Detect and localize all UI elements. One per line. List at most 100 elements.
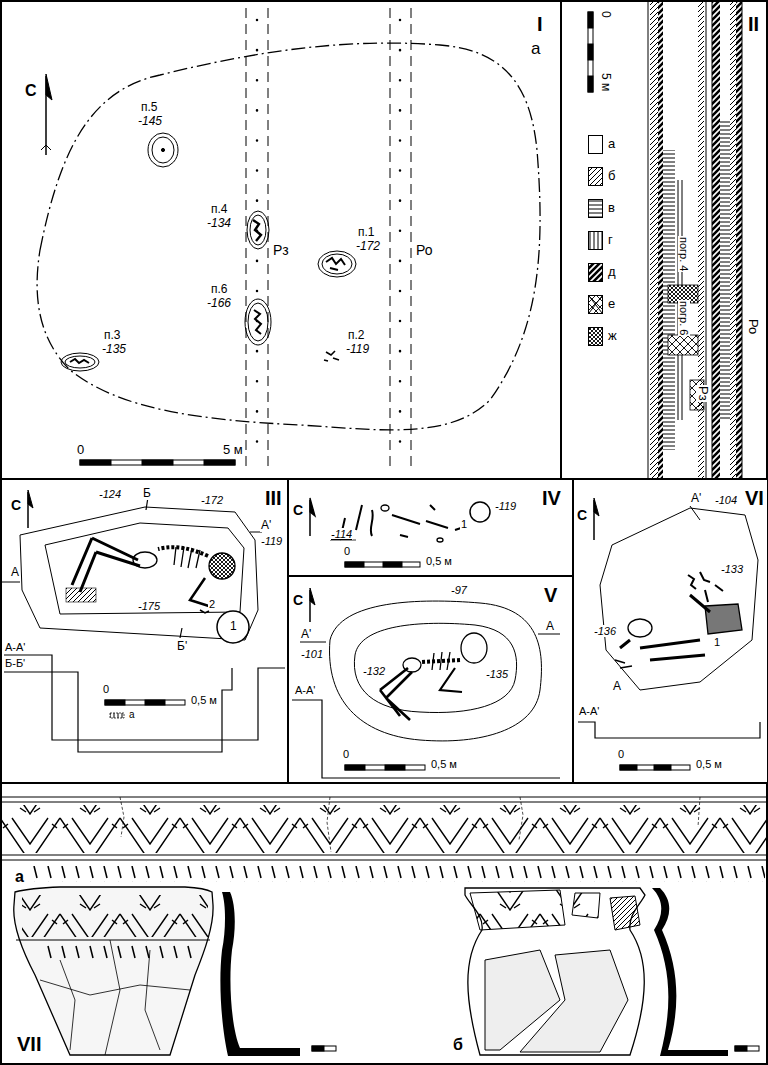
- section-profile: [292, 700, 560, 778]
- burial-plan: [690, 506, 700, 520]
- figure-letter: С: [292, 593, 304, 608]
- skeleton: [209, 553, 235, 579]
- figure-letter: С: [576, 508, 588, 523]
- burial-pit: [61, 353, 99, 371]
- legend-text: б: [608, 169, 615, 183]
- plan-label: Б-Б': [4, 657, 26, 669]
- legend-swatch: [588, 135, 603, 154]
- scale-bar: [345, 765, 425, 770]
- plan-label: п.3: [103, 329, 122, 342]
- legend-item: а: [588, 135, 615, 154]
- legend-text: в: [608, 201, 615, 215]
- plan-label: 0,5 м: [190, 694, 218, 706]
- burial-plan: [2, 582, 20, 583]
- ornament-band: [2, 802, 766, 803]
- skeleton: [628, 619, 652, 637]
- depth-mark: -136: [593, 625, 617, 637]
- plan-label: 0: [599, 10, 612, 19]
- north-arrow: [28, 490, 33, 528]
- ornament-band: [2, 805, 766, 853]
- trench-section: [712, 0, 720, 478]
- burial-pit: [161, 148, 164, 151]
- trench-line: [411, 8, 412, 472]
- ornament-band: [2, 860, 766, 861]
- legend-item: б: [588, 167, 615, 186]
- trench-line: [246, 8, 247, 472]
- burial-pit: [326, 258, 345, 270]
- panel-number: V: [543, 585, 558, 605]
- plan-label: 1: [713, 636, 721, 648]
- legend-swatch-fill: [589, 200, 603, 218]
- vessel-b: [572, 893, 600, 918]
- legend-swatch-fill: [589, 296, 603, 314]
- plan-label: Рз: [272, 243, 290, 258]
- north-arrow: [310, 588, 315, 605]
- legend-text: г: [608, 233, 613, 247]
- scale-bar: [588, 12, 593, 92]
- figure-letter: б: [452, 1036, 464, 1054]
- vessel-a: [220, 892, 300, 1056]
- plan-label: погр. 4: [678, 236, 690, 272]
- legend-swatch: [588, 199, 603, 218]
- legend-swatch: [588, 167, 603, 186]
- trench-line: [390, 8, 391, 472]
- vessel-outline: [217, 611, 249, 643]
- panel-number: VI: [744, 488, 765, 508]
- burial-pit: [250, 215, 266, 245]
- scale-bar: [345, 562, 364, 567]
- north-arrow: [41, 74, 52, 155]
- vessel-b: [465, 888, 759, 1056]
- ceramics: [2, 797, 766, 1056]
- figure-letter: С: [292, 503, 304, 518]
- trench-section: [698, 0, 704, 478]
- vessel-a: [312, 1046, 324, 1051]
- scale-bar: [588, 12, 593, 28]
- legend-swatch-fill: [589, 168, 603, 186]
- north-arrow: [310, 498, 315, 536]
- legend-swatch: [588, 231, 603, 250]
- ornament-band: [2, 855, 766, 856]
- depth-mark: -134: [206, 217, 232, 230]
- plan-label: Б': [176, 640, 188, 653]
- mound-outline: [37, 43, 540, 430]
- plan-label: 5 м: [599, 72, 612, 92]
- depth-mark: -124: [98, 488, 122, 500]
- burial-pit: [322, 254, 352, 274]
- depth-mark: -172: [355, 240, 381, 253]
- depth-mark: -133: [720, 563, 744, 575]
- legend-text: е: [608, 297, 615, 311]
- north-arrow: [46, 74, 52, 100]
- north-arrow: [41, 145, 51, 150]
- plan-label: Рз: [696, 385, 710, 402]
- plan-label: Ро: [746, 318, 760, 335]
- north-arrow: [310, 498, 315, 516]
- legend-swatch-fill: [589, 264, 603, 282]
- section-profile: [4, 655, 285, 740]
- plan-label: 0: [343, 545, 351, 557]
- panel-number: III: [264, 488, 283, 508]
- vessel-a: [40, 940, 190, 1055]
- trench-section: [648, 0, 649, 478]
- burial-pit: [247, 211, 269, 249]
- burial-pit: [148, 133, 178, 167]
- figure-panel: V: [287, 575, 574, 784]
- trench-section: [650, 0, 658, 478]
- burial-pit: [253, 220, 261, 241]
- burial-pit: [245, 299, 271, 345]
- plan-label: А-А': [578, 705, 600, 717]
- legend-swatch: [588, 295, 603, 314]
- plan-label: а: [530, 40, 541, 59]
- burial-plan: [381, 505, 389, 511]
- plan-label: А: [545, 620, 555, 633]
- plan-label: 0,5 м: [430, 758, 458, 770]
- scale-bar: [145, 700, 165, 705]
- vessel-b: [470, 890, 565, 930]
- skeleton: [420, 660, 460, 662]
- figure-letter: С: [24, 82, 38, 100]
- panel-number: IV: [541, 488, 562, 508]
- legend-text: а: [608, 137, 615, 151]
- vessel-b: [610, 896, 640, 930]
- skeleton: [461, 633, 487, 663]
- scale-bar: [80, 460, 235, 465]
